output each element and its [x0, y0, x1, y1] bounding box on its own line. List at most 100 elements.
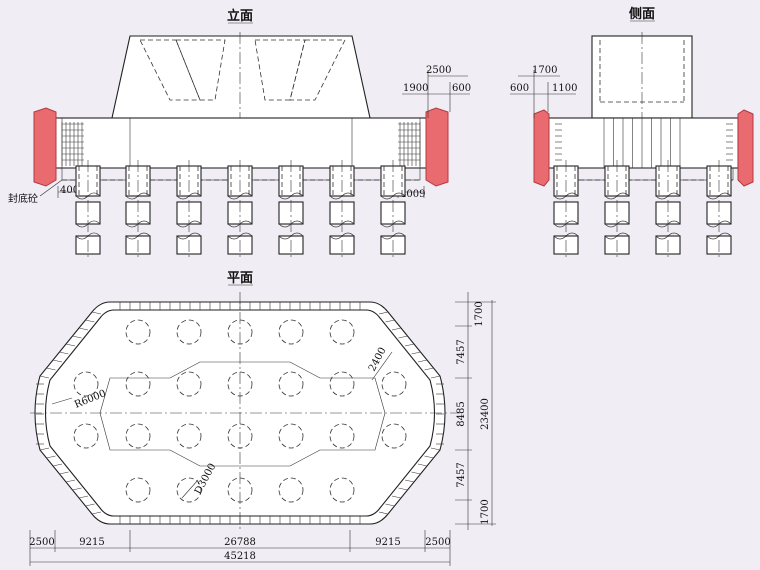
- wall-tick: [39, 375, 50, 379]
- pile-leader: [181, 479, 199, 499]
- wall-tick: [417, 463, 428, 467]
- wall-tick: [385, 319, 395, 323]
- wall-tick: [411, 471, 421, 475]
- elevation-fender-left: [33, 107, 57, 187]
- bottom-dim-1: 9215: [79, 537, 104, 548]
- pile-circle: [329, 371, 355, 397]
- pile-circle: [227, 423, 253, 449]
- pile-circle: [176, 423, 202, 449]
- seal-concrete-label: 封底砼: [8, 192, 38, 205]
- pile-circle: [329, 423, 355, 449]
- wall-tick: [430, 447, 441, 451]
- elevation-hatch-left: [61, 122, 84, 166]
- wall-tick: [59, 471, 69, 475]
- wall-tick: [46, 455, 56, 459]
- wall-tick: [391, 327, 402, 331]
- wall-tick: [59, 351, 69, 355]
- side-fender-right: [737, 109, 754, 187]
- elevation-title: 立面: [227, 8, 253, 24]
- pile-circle: [125, 319, 151, 345]
- bottom-dim-3: 9215: [375, 537, 400, 548]
- wall-tick: [430, 375, 441, 379]
- right-dim-3: 7457: [456, 462, 467, 487]
- elevation-piles: [75, 160, 406, 258]
- wall-tick: [398, 335, 408, 339]
- pile-circle: [73, 423, 99, 449]
- plan-bottom-dimensions: 2500 9215 26788 9215 2500 45218: [29, 530, 451, 566]
- pile-circle: [125, 477, 151, 503]
- wall-tick: [404, 479, 415, 483]
- wall-tick: [91, 311, 102, 315]
- right-total: 23400: [480, 398, 491, 430]
- wall-tick: [46, 367, 56, 371]
- radius-leader: [51, 397, 73, 405]
- pile-circle: [176, 319, 202, 345]
- side-bars: [603, 118, 681, 168]
- wall-tick: [391, 495, 402, 499]
- pile-circle: [227, 319, 253, 345]
- side-dim-top-a: 600: [510, 83, 529, 94]
- right-dim-2: 8485: [456, 401, 467, 426]
- elevation-dim-top-total: 2500: [426, 65, 451, 76]
- plan-wall-hatch: [36, 302, 444, 524]
- wall-tick: [72, 335, 82, 339]
- pile-circle: [125, 371, 151, 397]
- pile-circle: [278, 423, 304, 449]
- wall-tick: [85, 319, 95, 323]
- plan-right-dimensions: 1700 7457 8485 7457 1700 23400: [455, 292, 496, 530]
- bottom-dim-0: 2500: [29, 537, 54, 548]
- wall-tick: [85, 503, 95, 507]
- plan-title: 平面: [227, 271, 253, 286]
- seal-leader: [39, 179, 63, 197]
- pile-circle: [278, 371, 304, 397]
- plan-central-chamber: [99, 361, 386, 467]
- wall-tick: [417, 359, 428, 363]
- side-title: 侧面: [629, 6, 655, 22]
- elevation-upper-body: [111, 35, 371, 119]
- wall-tick: [91, 511, 102, 515]
- wall-tick: [385, 503, 395, 507]
- wall-tick: [52, 463, 63, 467]
- elevation-dim-right: 4009: [400, 189, 425, 200]
- bottom-dim-2: 26788: [224, 537, 256, 548]
- side-seal-concrete: [554, 167, 734, 181]
- side-hatch: [555, 123, 733, 161]
- wall-tick: [65, 479, 76, 483]
- wall-tick: [39, 447, 50, 451]
- pile-circle: [73, 371, 99, 397]
- pile-circle: [278, 319, 304, 345]
- wall-tick: [424, 367, 434, 371]
- wall-tick: [72, 487, 82, 491]
- elevation-fender-right: [425, 107, 449, 187]
- pile-circle: [278, 477, 304, 503]
- wall-tick: [404, 343, 415, 347]
- pile-circle: [381, 423, 407, 449]
- pile-circle: [329, 477, 355, 503]
- wall-tick: [52, 359, 63, 363]
- side-platform: [547, 117, 739, 169]
- bottom-dim-4: 2500: [425, 537, 450, 548]
- elevation-void-3: [254, 39, 306, 101]
- right-dim-1: 7457: [456, 339, 467, 364]
- elevation-view: 立面 封底砼 4000 4009: [8, 8, 471, 258]
- pile-circle: [227, 371, 253, 397]
- side-dim-top-total: 1700: [532, 65, 557, 76]
- elevation-platform: [54, 117, 428, 169]
- plan-inner-outline: [45, 309, 435, 517]
- wall-tick: [78, 495, 89, 499]
- side-view: 侧面 1700 600 1100: [510, 6, 754, 258]
- wall-tick: [378, 311, 389, 315]
- pile-circle: [176, 371, 202, 397]
- elevation-dim-top-b: 600: [452, 83, 471, 94]
- spacing-leader: [371, 351, 393, 381]
- side-piles: [553, 160, 732, 258]
- wall-tick: [65, 343, 76, 347]
- side-fender-left: [533, 109, 550, 187]
- elevation-hatch-right: [398, 122, 421, 166]
- pile-circle: [329, 319, 355, 345]
- wall-tick: [424, 455, 434, 459]
- wall-tick: [411, 351, 421, 355]
- wall-tick: [398, 487, 408, 491]
- pile-circle: [227, 477, 253, 503]
